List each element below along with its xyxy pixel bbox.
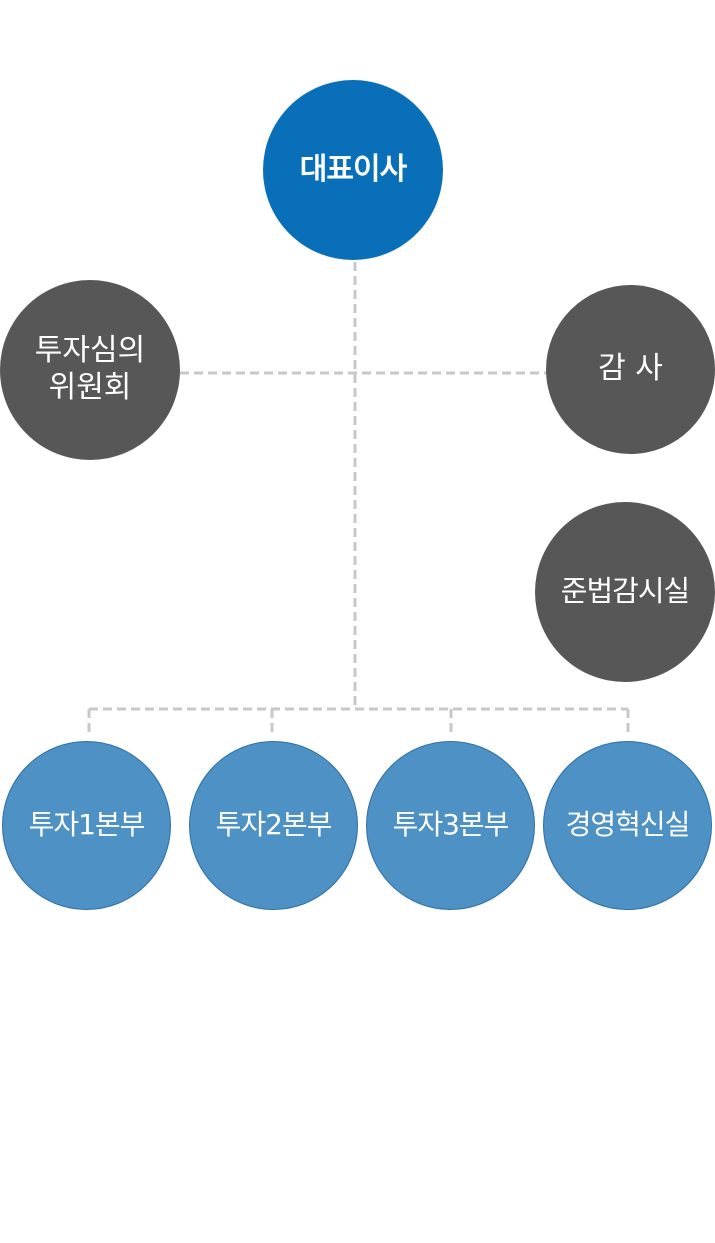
division-node-4: 경영혁신실 — [543, 741, 712, 910]
division-node-2: 투자2본부 — [189, 741, 358, 910]
compliance-office-node: 준법감시실 — [535, 502, 715, 682]
audit-node: 감 사 — [546, 285, 715, 454]
division-label-2: 투자2본부 — [215, 808, 333, 842]
division-node-3: 투자3본부 — [366, 741, 535, 910]
division-label-1: 투자1본부 — [28, 808, 146, 842]
committee-label-line-1: 투자심의 — [34, 333, 146, 369]
audit-label: 감 사 — [598, 351, 663, 387]
division-label-4: 경영혁신실 — [565, 808, 691, 842]
ceo-node: 대표이사 — [263, 80, 443, 260]
ceo-label: 대표이사 — [299, 151, 407, 187]
investment-committee-node: 투자심의 위원회 — [0, 280, 180, 460]
committee-label-line-2: 위원회 — [48, 370, 132, 405]
division-label-3: 투자3본부 — [392, 808, 510, 842]
division-node-1: 투자1본부 — [2, 741, 171, 910]
compliance-label: 준법감시실 — [560, 574, 690, 609]
